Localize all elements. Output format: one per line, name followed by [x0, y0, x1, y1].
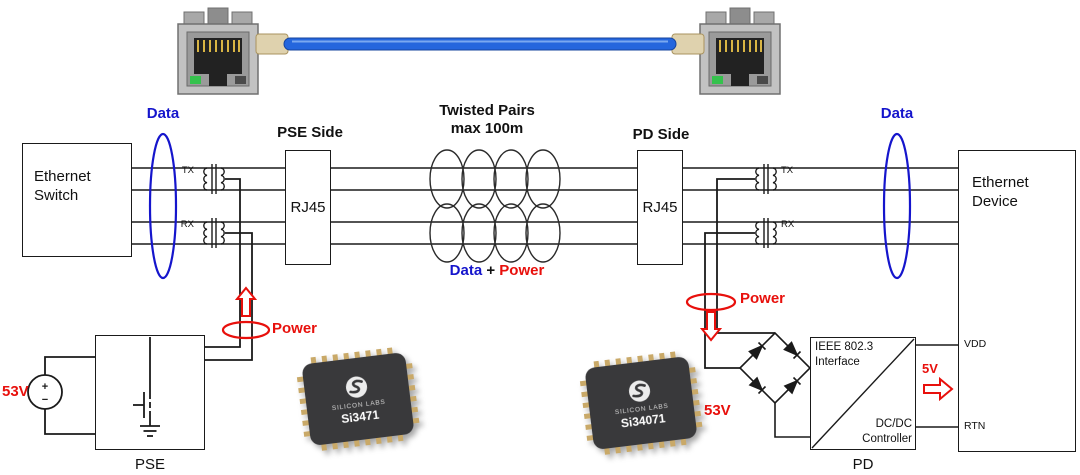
transformer-rx-left-icon — [203, 218, 225, 248]
rj45-label-left: RJ45 — [290, 199, 326, 216]
vdd-label: VDD — [964, 338, 987, 350]
source-minus-sign: − — [42, 394, 48, 406]
chip-body: SILICON LABS Si34071 — [584, 355, 698, 451]
mid-power-text: Power — [499, 262, 545, 279]
mid-data-text: Data — [449, 262, 483, 279]
silicon-labs-logo-icon — [628, 380, 651, 402]
rj45-box-left — [285, 150, 331, 265]
rj45-jack-right-icon — [699, 7, 781, 95]
pd-side-label: PD Side — [632, 126, 690, 143]
power-label-left: Power — [272, 320, 318, 337]
tx-label-right: TX — [781, 165, 794, 176]
rj45-label-right: RJ45 — [642, 199, 678, 216]
chip-body: SILICON LABS Si3471 — [301, 351, 415, 447]
twisted-pairs-label: Twisted Pairs — [439, 102, 535, 119]
ieee-box-diagonal — [811, 338, 915, 449]
rx-label-right: RX — [781, 219, 795, 230]
ethernet-switch-box — [22, 143, 132, 257]
ieee-interface-box — [810, 337, 916, 450]
ethernet-switch-label: Ethernet Switch — [34, 168, 91, 204]
53v-label-left: 53V — [2, 383, 29, 400]
5v-label: 5V — [922, 361, 938, 376]
ieee-interface-label: IEEE 802.3 Interface — [815, 341, 874, 368]
data-label-right: Data — [880, 105, 914, 122]
5v-right-arrow-icon — [923, 376, 954, 402]
twisted-pair-wires — [132, 167, 958, 428]
dcdc-controller-label: DC/DC Controller — [862, 418, 912, 445]
pse-caption: PSE — [134, 456, 165, 473]
voltage-source-53v-icon: + − — [27, 356, 95, 435]
transformer-tx-right-icon — [755, 164, 777, 194]
data-ellipse-right — [882, 132, 912, 280]
rj45-box-right — [637, 150, 683, 265]
rtn-label: RTN — [964, 420, 986, 432]
silicon-labs-logo-icon — [345, 376, 368, 398]
tx-label-left: TX — [181, 165, 194, 176]
source-plus-sign: + — [42, 381, 48, 393]
53v-label-right: 53V — [704, 402, 731, 419]
ethernet-device-box — [958, 150, 1076, 452]
pse-side-label: PSE Side — [277, 124, 343, 141]
max-100m-label: max 100m — [450, 120, 524, 137]
twisted-pair-loops-icon — [429, 149, 561, 263]
si3471-chip: SILICON LABS Si3471 — [295, 345, 422, 452]
pd-caption: PD — [852, 456, 874, 473]
rj45-jack-left-icon — [177, 7, 259, 95]
diode-bridge-icon — [738, 331, 812, 438]
rx-label-left: RX — [180, 219, 194, 230]
mosfet-symbol-icon — [133, 337, 160, 437]
transformer-rx-right-icon — [755, 218, 777, 248]
ethernet-cable-icon — [255, 33, 705, 55]
pse-power-tap — [205, 178, 271, 361]
power-down-arrow-icon — [699, 311, 723, 342]
data-label-left: Data — [146, 105, 180, 122]
pse-box — [95, 335, 205, 450]
mid-plus-text: + — [482, 262, 500, 279]
power-up-arrow-icon — [234, 286, 258, 317]
ethernet-device-label: Ethernet Device — [972, 174, 1029, 210]
si34071-chip: SILICON LABS Si34071 — [578, 349, 705, 456]
data-ellipse-left — [148, 132, 178, 280]
data-plus-power-label: Data + Power — [402, 262, 592, 281]
power-label-right: Power — [740, 290, 786, 307]
transformer-tx-left-icon — [203, 164, 225, 194]
pd-power-tap — [685, 178, 775, 369]
